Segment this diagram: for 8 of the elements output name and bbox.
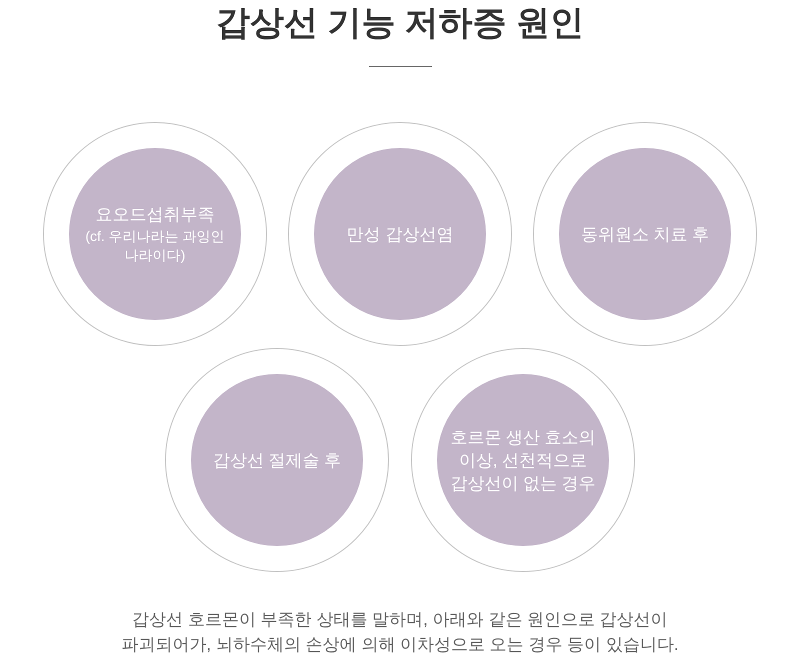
cause-label: 호르몬 생산 효소의 이상, 선천적으로 갑상선이 없는 경우 (449, 426, 597, 494)
note-label: (cf. 우리나라는 과잉인 나라이다) (84, 227, 226, 265)
cause-label: 만성 갑상선염 (346, 224, 454, 246)
caption: 갑상선 호르몬이 부족한 상태를 말하며, 아래와 같은 원인으로 갑상선이 파괴되어가, 뇌하수체의 손상에 의해 이차성으로 오는 경우 등이 있습니다. (120, 609, 680, 656)
cause-label: 동위원소 치료 후 (580, 224, 710, 246)
cause-label: 요오드섭취부족 (96, 204, 214, 226)
cause-label: 갑상선 절제술 후 (212, 450, 342, 472)
title: 갑상선 기능 저하증 원인 (214, 3, 586, 44)
